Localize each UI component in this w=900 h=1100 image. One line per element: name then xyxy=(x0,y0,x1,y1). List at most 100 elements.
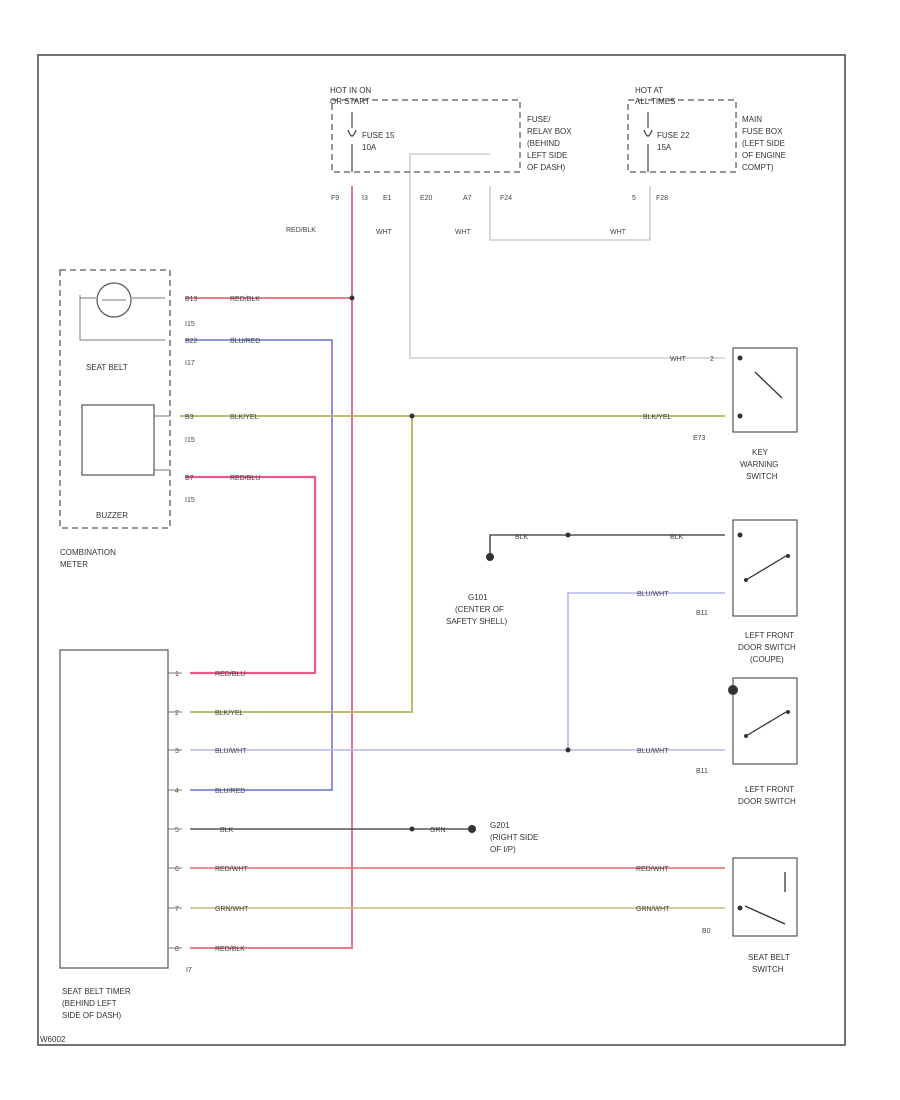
connector-label: I7 xyxy=(186,967,192,974)
g101-name: G101 xyxy=(468,593,488,602)
switch-arm xyxy=(754,371,783,399)
connector-label: E73 xyxy=(693,435,706,442)
main-fuse-desc: COMPT) xyxy=(742,163,774,172)
switch-arm xyxy=(745,555,787,581)
fuse-box-desc: RELAY BOX xyxy=(527,127,572,136)
wire-label: GRN/WHT xyxy=(636,906,670,913)
connector-label: B11 xyxy=(696,610,708,617)
combination-meter-name: COMBINATION xyxy=(60,548,116,557)
wire-label: RED/BLU xyxy=(230,475,260,482)
g101-name: SAFETY SHELL) xyxy=(446,617,508,626)
main-fuse-desc: FUSE BOX xyxy=(742,127,783,136)
seat-belt-switch-name: SEAT BELT xyxy=(748,953,790,962)
switch-contact xyxy=(737,532,743,538)
wire-label: BLK/YEL xyxy=(643,414,672,421)
timer-name: SIDE OF DASH) xyxy=(62,1011,121,1020)
pin-label: F24 xyxy=(500,195,512,202)
wire-label: BLK/YEL xyxy=(215,710,244,717)
wire-blu-wht-coupe xyxy=(567,592,725,750)
wire-label: BLU/RED xyxy=(230,338,260,345)
timer-name: (BEHIND LEFT xyxy=(62,999,117,1008)
g201-name: G201 xyxy=(490,821,510,830)
seat-belt-timer: SEAT BELT TIMER (BEHIND LEFT SIDE OF DAS… xyxy=(59,649,249,1020)
diagram-frame xyxy=(37,54,846,1046)
switch-contact xyxy=(737,355,743,361)
wire-wht-key xyxy=(409,153,725,359)
combination-meter-name: METER xyxy=(60,560,88,569)
left-front-door-switch-coupe: BLU/WHT B11 LEFT FRONT DOOR SWITCH (COUP… xyxy=(637,519,798,664)
pin-label: F28 xyxy=(656,195,668,202)
timer-pin: 3 xyxy=(175,748,179,755)
seat-belt-switch: RED/WHT GRN/WHT B0 SEAT BELT SWITCH xyxy=(636,857,798,974)
timer-pin: 4 xyxy=(175,788,179,795)
timer-pin: 8 xyxy=(175,946,179,953)
door-switch-name: DOOR SWITCH xyxy=(738,797,796,806)
wire-label: RED/BLK xyxy=(286,227,316,234)
switch-contact xyxy=(737,413,743,419)
key-switch-name: SWITCH xyxy=(746,472,778,481)
wire-label: BLK/YEL xyxy=(230,414,259,421)
g201-name: (RIGHT SIDE xyxy=(490,833,538,842)
splice-dot xyxy=(565,532,571,538)
combination-meter-outline xyxy=(59,269,171,529)
timer-pin: 5 xyxy=(175,827,179,834)
splice-dot xyxy=(409,413,415,419)
wire-label: GRN xyxy=(430,827,446,834)
splice-dot xyxy=(409,826,415,832)
switch-arm xyxy=(744,905,786,925)
fuse-box-desc: LEFT SIDE xyxy=(527,151,567,160)
fuse-relay-box-outline xyxy=(331,99,521,173)
key-switch-name: WARNING xyxy=(740,460,778,469)
fuse-15-label: FUSE 15 xyxy=(362,131,395,140)
switch-contact xyxy=(737,905,743,911)
main-fuse-box: HOT AT ALL TIMES FUSE 22 15A MAIN FUSE B… xyxy=(627,86,786,202)
fuse-box-desc: (BEHIND xyxy=(527,139,560,148)
wire-label: BLK xyxy=(220,827,234,834)
connector-label: B11 xyxy=(696,768,708,775)
fuse-22-label: FUSE 22 xyxy=(657,131,690,140)
meter-connector: I15 xyxy=(185,497,195,504)
meter-connector: I15 xyxy=(185,437,195,444)
wire-label: WHT xyxy=(376,229,393,236)
wire-label: RED/BLK xyxy=(230,296,260,303)
hot-at-all-times-label: HOT AT xyxy=(635,86,663,95)
hot-at-all-times-label2: ALL TIMES xyxy=(635,97,675,106)
ground-g101: BLK BLK G101 (CENTER OF SAFETY SHELL) xyxy=(446,534,684,626)
timer-pin: 7 xyxy=(175,906,179,913)
wire-label: RED/BLU xyxy=(215,671,245,678)
meter-pin: B3 xyxy=(185,414,194,421)
wire-label: BLU/RED xyxy=(215,788,245,795)
wire-blu-red xyxy=(185,339,333,791)
seat-belt-lamp-label: SEAT BELT xyxy=(86,363,128,372)
combination-meter: SEAT BELT BUZZER COMBINATION METER B13 I… xyxy=(59,269,260,569)
main-fuse-desc: MAIN xyxy=(742,115,762,124)
pin-label: I3 xyxy=(362,195,368,202)
fuse-box-desc: FUSE/ xyxy=(527,115,551,124)
left-front-door-switch: BLU/WHT B11 LEFT FRONT DOOR SWITCH xyxy=(637,677,798,806)
switch-pivot xyxy=(786,554,790,558)
timer-name: SEAT BELT TIMER xyxy=(62,987,131,996)
fuse-box-desc: OF DASH) xyxy=(527,163,566,172)
key-warning-switch: WHT 2 BLK/YEL E73 KEY WARNING SWITCH xyxy=(643,347,798,481)
switch-pivot xyxy=(786,710,790,714)
switch-arm xyxy=(745,711,787,737)
meter-pin: B7 xyxy=(185,475,194,482)
wire-label: BLU/WHT xyxy=(637,748,669,755)
wire-wht-loop xyxy=(489,186,651,241)
wire-red-blk-feed xyxy=(190,186,353,949)
timer-pin: 2 xyxy=(175,710,179,717)
ground-icon xyxy=(468,825,476,833)
wire-label: WHT xyxy=(455,229,472,236)
coupe-door-switch-name: (COUPE) xyxy=(750,655,784,664)
wire-label: BLU/WHT xyxy=(637,591,669,598)
meter-connector: I17 xyxy=(185,360,195,367)
wire-label: RED/WHT xyxy=(636,866,669,873)
buzzer-symbol xyxy=(81,404,155,476)
wire-label: BLK xyxy=(515,534,529,541)
wire-label: RED/BLK xyxy=(215,946,245,953)
g101-name: (CENTER OF xyxy=(455,605,504,614)
coupe-door-switch-name: LEFT FRONT xyxy=(745,631,794,640)
fuse-15-amp: 10A xyxy=(362,143,377,152)
fuse-relay-box: HOT IN ON OR START FUSE 15 10A FUSE/ REL… xyxy=(286,86,627,236)
